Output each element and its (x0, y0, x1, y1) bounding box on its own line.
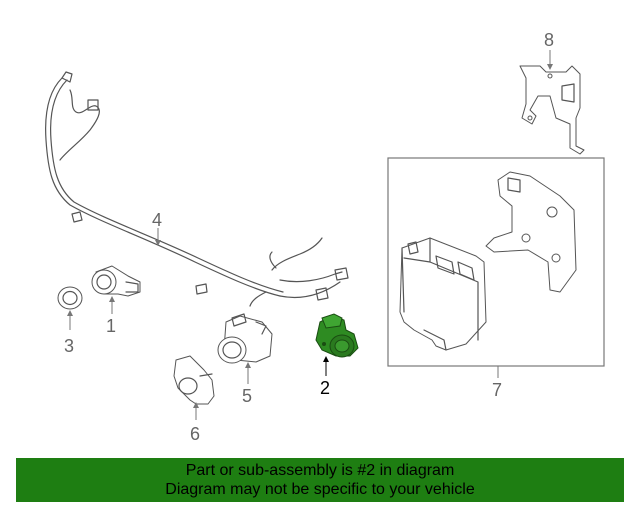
callout-6: 6 (190, 424, 200, 444)
info-banner: Part or sub-assembly is #2 in diagram Di… (16, 458, 624, 502)
sensor-retainer-part-6[interactable] (173, 355, 215, 405)
wiring-harness-part-4[interactable] (45, 71, 349, 307)
sensor-housing-part-5[interactable] (217, 313, 273, 364)
parking-sensor-part-2-highlighted[interactable] (315, 313, 359, 358)
bracket-part-8[interactable] (519, 65, 585, 155)
parking-sensor-part-1[interactable] (91, 265, 141, 297)
callout-4: 4 (152, 210, 162, 230)
sensor-ring-part-3[interactable] (57, 286, 83, 310)
callout-2: 2 (320, 378, 330, 398)
leader-lines (67, 50, 553, 420)
callout-1: 1 (106, 316, 116, 336)
callout-7: 7 (492, 380, 502, 400)
banner-line-1: Part or sub-assembly is #2 in diagram (185, 462, 455, 479)
module-assembly-part-7[interactable] (387, 157, 605, 367)
banner-line-2: Diagram may not be specific to your vehi… (165, 481, 475, 498)
callout-5: 5 (242, 386, 252, 406)
callout-8: 8 (544, 30, 554, 50)
callout-3: 3 (64, 336, 74, 356)
